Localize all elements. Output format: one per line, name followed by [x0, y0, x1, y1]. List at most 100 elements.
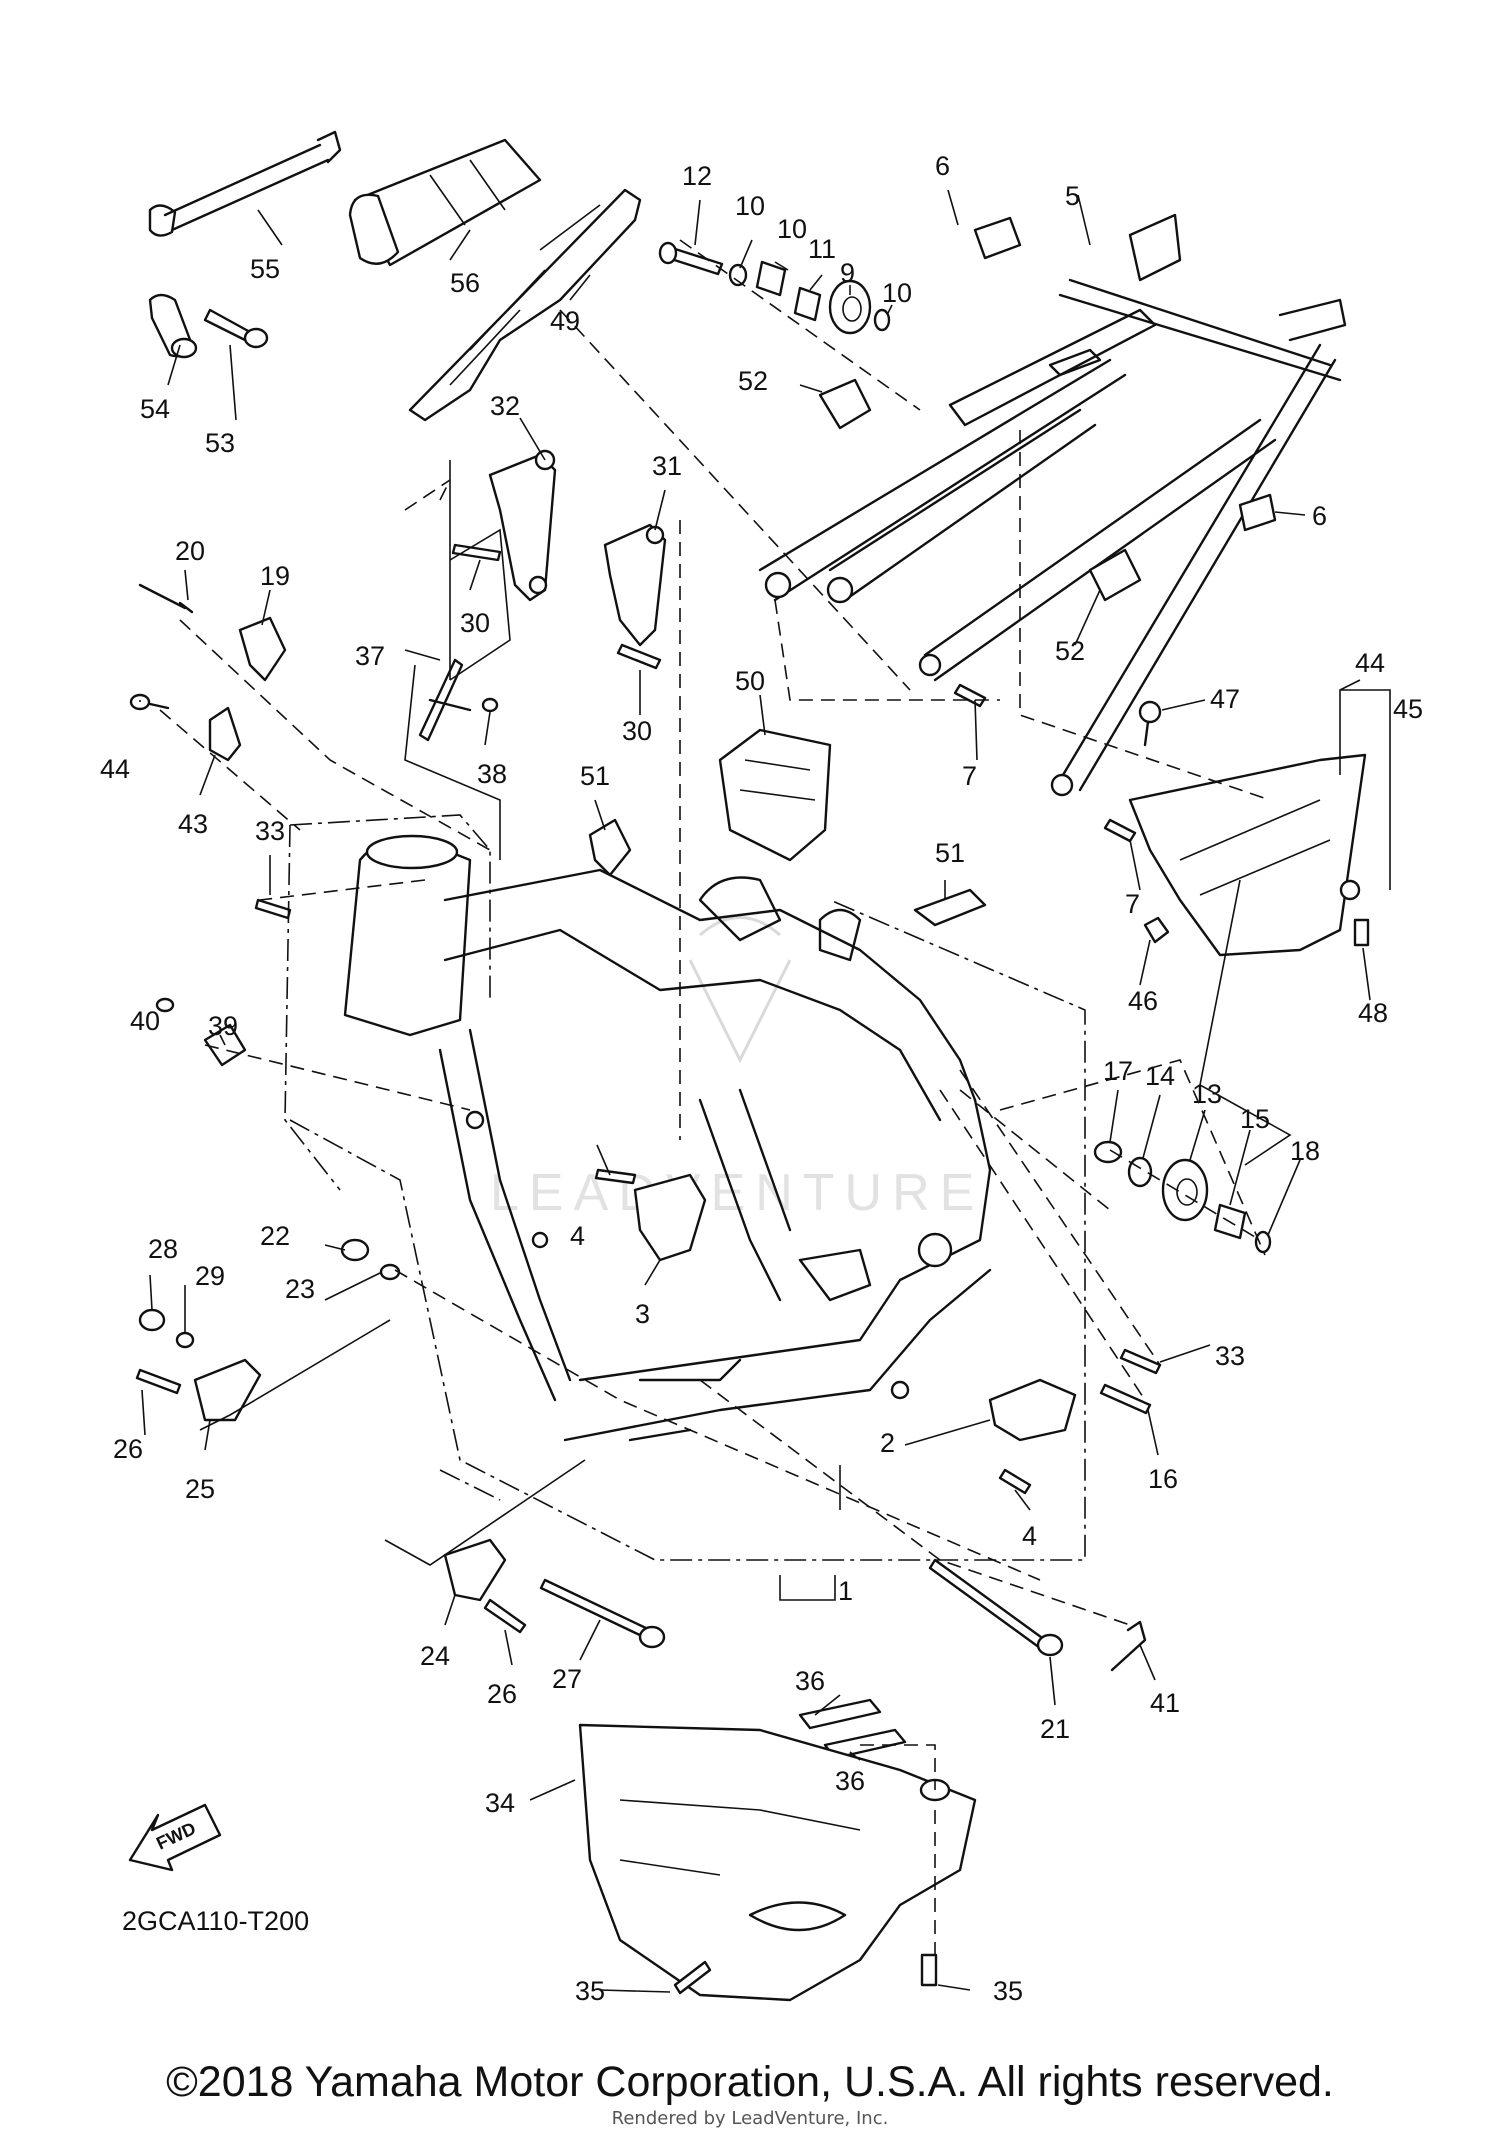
callout-35b: 35: [993, 1976, 1023, 2006]
part-8-bearing: [828, 279, 872, 335]
part-51-guide: [588, 818, 987, 927]
part-28-nut: [138, 1308, 166, 1332]
part-10-washer-2: [873, 308, 891, 332]
callout-7: 7: [962, 761, 977, 791]
callout-54: 56: [450, 268, 480, 298]
callout-56: 54: [140, 394, 170, 424]
callout-44: 44: [1355, 648, 1385, 678]
callout-12: 12: [682, 161, 712, 191]
callout-13: 13: [1192, 1079, 1222, 1109]
part-23-washer: [379, 1263, 401, 1281]
callout-18: 18: [1290, 1136, 1320, 1166]
callout-10b: 10: [882, 278, 912, 308]
part-26-bolt: [135, 1368, 527, 1634]
part-2-bracket: [988, 1378, 1077, 1442]
callout-42: 44: [100, 754, 130, 784]
part-48-bolt: [1353, 918, 1370, 947]
part-29-washer: [175, 1331, 195, 1349]
callout-11: 11: [808, 234, 836, 264]
callout-28: 28: [148, 1234, 178, 1264]
callout-9: 10: [777, 214, 807, 244]
part-56-fitting: [148, 293, 198, 359]
part-32-bracket: [488, 449, 557, 602]
callout-47: 47: [1210, 684, 1240, 714]
callout-50: 50: [735, 666, 765, 696]
callout-17: 17: [1103, 1056, 1133, 1086]
part-20-pin: [138, 583, 194, 614]
part-19-clip: [238, 616, 287, 682]
callout-46: 46: [1128, 986, 1158, 1016]
part-5-rear-frame: [758, 213, 1347, 797]
part-33-bolt: [254, 898, 1162, 1375]
bracket-groups: [199, 460, 1292, 1601]
callout-37: 37: [355, 641, 385, 671]
callout-6b: 6: [1312, 501, 1327, 531]
callout-48: 48: [1358, 998, 1388, 1028]
part-36-pad: [798, 1698, 907, 1760]
callout-45: 45: [1393, 694, 1423, 724]
rendered-by-credit: Rendered by LeadVenture, Inc.: [611, 2108, 889, 2129]
callout-51b: 51: [935, 838, 965, 868]
callout-32: 32: [490, 391, 520, 421]
part-9-collar: [755, 260, 787, 297]
callout-25: 25: [185, 1474, 215, 1504]
part-44-fender: [1128, 753, 1367, 957]
callout-30b: 30: [622, 716, 652, 746]
part-43-pin: [1110, 1620, 1147, 1672]
part-7-bolt: [953, 683, 1137, 843]
callout-23: 23: [285, 1274, 315, 1304]
callout-53: 55: [250, 254, 280, 284]
callout-4b: 4: [1022, 1521, 1037, 1551]
part-25-bracket: [193, 1358, 262, 1422]
part-46-nut: [1143, 916, 1170, 944]
part-40-screw: [155, 997, 175, 1013]
callout-30: 30: [460, 608, 490, 638]
part-4-bolt: [594, 1168, 1032, 1495]
callout-51: 51: [580, 761, 610, 791]
callout-34: 34: [485, 1788, 515, 1818]
part-37-bracket: [418, 658, 472, 742]
part-53-wrench: [148, 130, 342, 237]
part-17-nut: [1093, 1140, 1123, 1164]
part-42-screw: [129, 693, 170, 711]
part-41-clamp: [208, 706, 242, 762]
callout-16: 16: [1148, 1464, 1178, 1494]
part-21-bolt: [928, 1558, 1064, 1657]
callout-26b: 26: [487, 1679, 517, 1709]
callout-10: 10: [735, 191, 765, 221]
part-6-label: [973, 216, 1277, 532]
diagram-code: 2GCA110-T200: [122, 1906, 309, 1936]
part-50-chain-slider: [718, 728, 832, 862]
part-10-washer: [728, 263, 748, 287]
callout-36: 36: [795, 1666, 825, 1696]
fwd-arrow-icon: FWD: [128, 1803, 222, 1872]
part-45-grommet: [1339, 879, 1361, 901]
callout-33b: 33: [1215, 1341, 1245, 1371]
part-24-bracket: [443, 1538, 507, 1602]
part-27-bolt: [539, 1578, 666, 1649]
callout-8: 9: [840, 258, 855, 288]
callout-41: 43: [178, 809, 208, 839]
callout-22: 22: [260, 1221, 290, 1251]
part-11-collar: [793, 286, 822, 322]
callout-38: 38: [477, 759, 507, 789]
callout-3: 3: [635, 1299, 650, 1329]
callout-29: 29: [195, 1261, 225, 1291]
part-55-bolt: [203, 308, 269, 349]
callout-33: 33: [255, 816, 285, 846]
part-38-screw: [481, 697, 499, 713]
callout-21: 21: [1040, 1714, 1070, 1744]
part-13-bearing: [1161, 1158, 1209, 1222]
callout-52b: 52: [1055, 636, 1085, 666]
callout-2: 2: [880, 1428, 895, 1458]
part-35-bolt: [673, 1953, 938, 1995]
part-3-bracket: [633, 1173, 707, 1262]
callout-35: 35: [575, 1976, 605, 2006]
callout-20: 20: [175, 536, 205, 566]
callout-15: 15: [1240, 1104, 1270, 1134]
part-30-bolt: [451, 543, 662, 670]
callout-55: 53: [205, 428, 235, 458]
callout-24: 24: [420, 1641, 450, 1671]
callout-numbers: 55 56 54 53 49 12 10 10 11 9 10 6 5 6 52…: [100, 151, 1423, 2006]
part-49-chain-guide: [408, 188, 642, 422]
